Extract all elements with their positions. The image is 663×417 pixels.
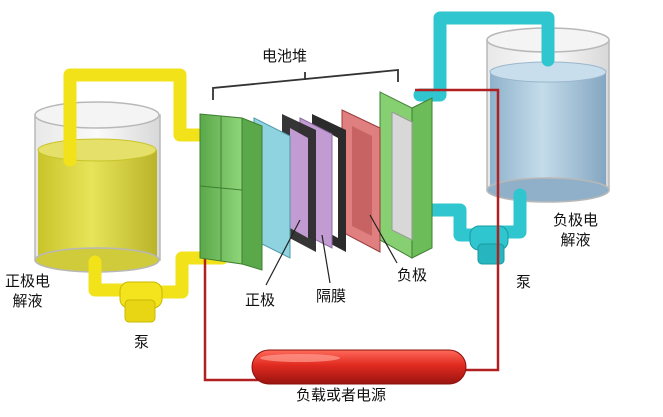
negative-current-collector <box>391 111 413 241</box>
label-positive-electrode: 正极 <box>245 291 276 309</box>
stack-bracket <box>212 69 399 100</box>
label-negative-electrolyte: 负极电 解液 <box>553 210 598 250</box>
label-load-or-source: 负载或者电源 <box>296 386 387 404</box>
label-positive-electrolyte-line1: 正极电 <box>5 272 51 290</box>
leader-lines <box>265 214 398 286</box>
label-membrane: 隔膜 <box>316 287 347 305</box>
negative-end-plate <box>411 97 433 259</box>
label-battery-stack: 电池堆 <box>262 47 308 65</box>
positive-pump <box>119 281 163 323</box>
load-or-power-source <box>251 349 467 385</box>
positive-electrolyte-tank <box>34 101 161 273</box>
label-negative-electrolyte-line1: 负极电 <box>553 211 599 229</box>
label-pump-right: 泵 <box>516 273 532 291</box>
label-negative-electrolyte-line2: 解液 <box>560 231 591 249</box>
label-pump-left: 泵 <box>134 333 150 351</box>
battery-stack <box>199 91 433 271</box>
negative-pump <box>469 225 509 265</box>
label-positive-electrolyte-line2: 解液 <box>12 292 43 310</box>
label-negative-electrode: 负极 <box>397 266 428 284</box>
label-positive-electrolyte: 正极电 解液 <box>5 271 50 311</box>
